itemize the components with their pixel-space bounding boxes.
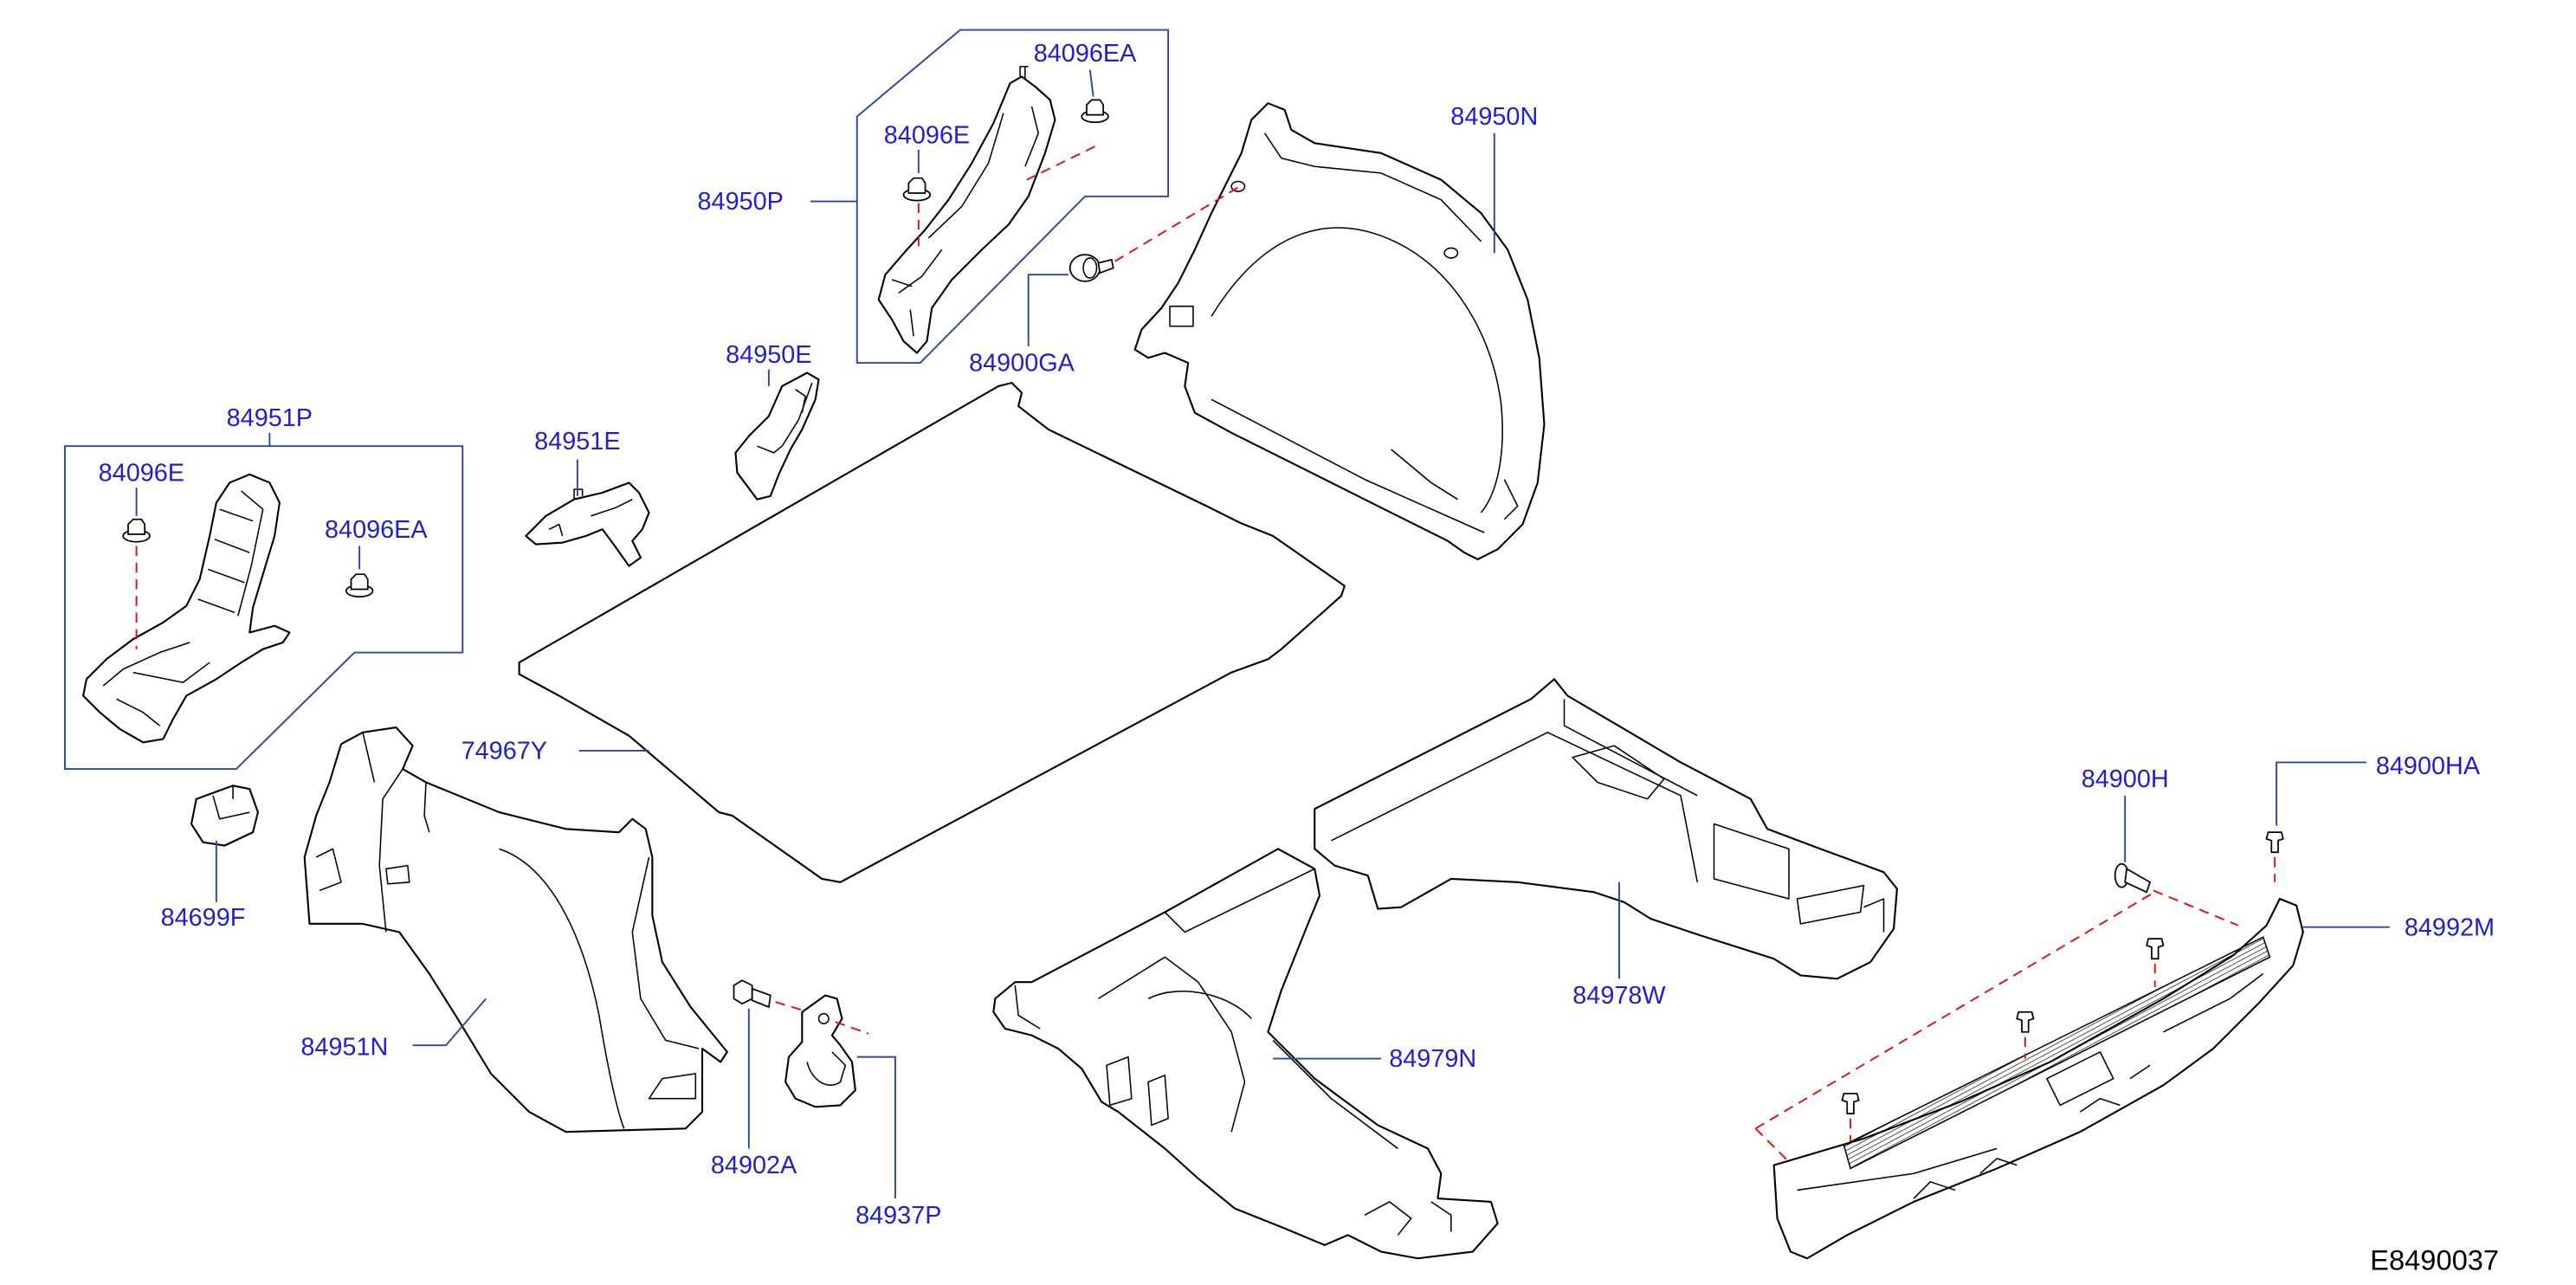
callout-84096EA-left: 84096EA [325,516,428,544]
callout-74967Y: 74967Y [462,738,547,765]
fastener-84096E-left [122,518,151,543]
callout-84900H: 84900H [2082,765,2169,793]
part-84979N [992,848,1499,1260]
group-box-84951P [63,445,464,771]
callout-84992M: 84992M [2405,914,2495,941]
callout-84951N: 84951N [300,1034,388,1062]
callout-84937P: 84937P [855,1202,941,1230]
group-box-84950P [855,29,1170,365]
fastener-path-84900H-main [1755,893,2153,1130]
part-84950E [734,371,820,500]
callout-84979N: 84979N [1389,1045,1476,1073]
callout-84900GA: 84900GA [969,350,1075,378]
clip-sill-1 [1841,1093,1860,1114]
fastener-path-84900H-plate [2153,889,2239,927]
leader-84096EA-top [1088,69,1094,97]
callout-84902A: 84902A [711,1152,797,1179]
callout-84096E-top: 84096E [884,121,970,149]
part-74967Y [518,382,1346,883]
fastener-path-84900H-end [1754,1127,1790,1163]
pin-84900H [2114,862,2152,894]
rib-band [1843,936,2271,1170]
leader-84900GA [1027,274,1068,346]
part-84978W [1314,678,1898,980]
clip-84900GA [1068,254,1114,282]
part-84950N [1133,102,1546,560]
leader-84951N [412,998,487,1047]
callout-84096EA-top: 84096EA [1034,40,1137,68]
fastener-84096E-top [902,177,932,202]
leader-84900HA [2276,761,2366,826]
callout-84900HA: 84900HA [2376,752,2481,780]
clip-sill-2 [2016,1011,2035,1033]
bolt-84902A [733,979,772,1009]
callout-84699F: 84699F [161,904,246,932]
fastener-path-84900GA [1114,185,1241,262]
clip-sill-3 [2146,938,2165,960]
leader-84937P [856,1056,896,1199]
part-84950P [877,66,1056,354]
clip-84900HA [2265,831,2284,854]
fastener-path-84096EA-top [1026,145,1095,181]
fastener-84096EA-top [1081,99,1109,124]
part-84992M [1772,897,2304,1260]
part-84951E [525,481,650,567]
callout-84951E: 84951E [534,428,620,455]
part-84951N [303,726,728,1133]
part-84937P [784,994,856,1108]
diagram-code: E8490037 [2370,1244,2499,1276]
fastener-path-84937P [835,1021,869,1035]
callout-84096E-left: 84096E [99,460,184,488]
callout-84951P: 84951P [227,404,313,432]
callout-84950E: 84950E [726,341,811,369]
fastener-path-84902A [775,1001,810,1013]
part-84699F [190,785,259,847]
callout-84950N: 84950N [1450,103,1538,131]
fastener-84096EA-left [345,573,374,598]
callout-84978W: 84978W [1572,982,1666,1010]
callout-84950P: 84950P [698,188,784,216]
part-84951P [82,473,291,744]
